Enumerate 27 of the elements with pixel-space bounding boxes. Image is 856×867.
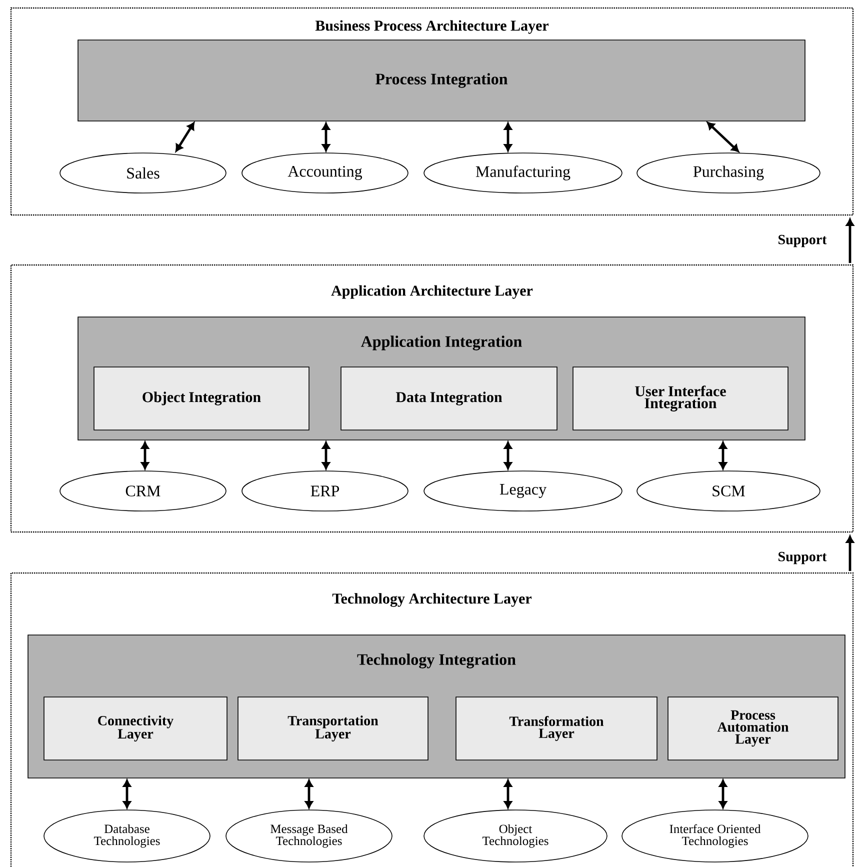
component-box: Object Integration: [94, 366, 310, 430]
component-box: Data Integration: [340, 366, 558, 430]
arrow: [141, 442, 149, 470]
edge-label: Support: [778, 234, 827, 248]
arrow: [846, 536, 854, 571]
component-box: User Interface Integration: [572, 366, 788, 430]
component-box: Process Automation Layer: [668, 696, 838, 760]
arrow: [846, 218, 854, 263]
arrow: [719, 442, 727, 470]
arrow: [322, 442, 330, 470]
layer-title: Application Architecture Layer: [331, 285, 533, 299]
component-box: Connectivity Layer: [44, 696, 228, 760]
arrow: [322, 122, 330, 152]
integration-box: Process Integration: [78, 40, 806, 122]
arrow: [305, 780, 313, 808]
edge-label: Support: [778, 552, 827, 564]
component-box: Transportation Layer: [238, 696, 428, 760]
layer-title: Business Process Architecture Layer: [315, 20, 549, 34]
layer-title: Technology Architecture Layer: [332, 593, 532, 607]
arrow: [719, 780, 727, 808]
arrow: [504, 122, 512, 152]
arrow: [504, 780, 512, 808]
component-box: Transformation Layer: [456, 696, 658, 760]
arrow: [123, 780, 131, 808]
arrow: [504, 442, 512, 470]
arrow: [175, 122, 195, 152]
arrow: [706, 122, 739, 152]
